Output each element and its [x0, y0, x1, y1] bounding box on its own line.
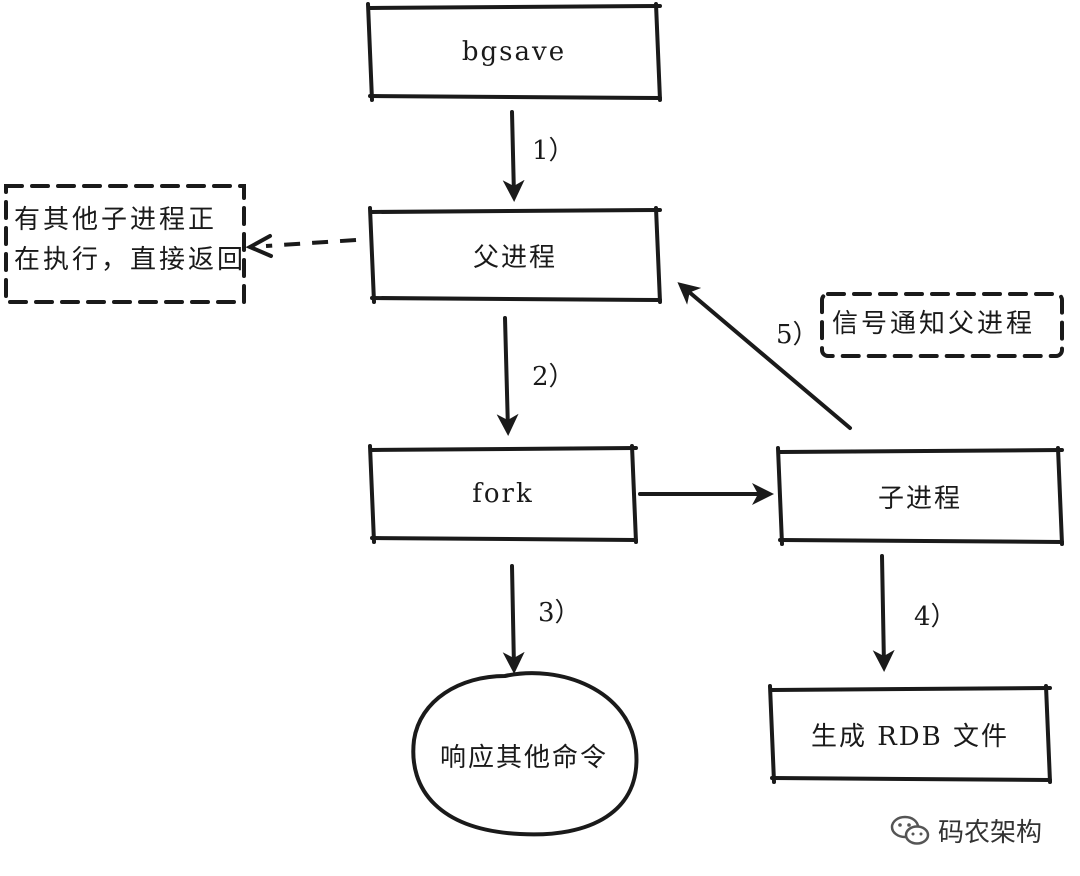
arrow-step-2 [496, 316, 519, 436]
dashed-arrow-head [245, 234, 273, 258]
step-2-label: 2） [532, 362, 575, 392]
busy-note-box [4, 184, 246, 304]
arrow-step-5 [677, 282, 852, 430]
busy-note-text: 有其他子进程正 在执行，直接返回 [14, 200, 246, 280]
signal-note-text: 信号通知父进程 [832, 309, 1036, 339]
watermark: 码农架构 [890, 812, 1042, 849]
step-3-label: 3） [538, 598, 581, 628]
dashed-arrow-busy [265, 238, 357, 248]
wechat-icon [890, 815, 930, 845]
signal-note-box [820, 292, 1064, 358]
child-process-box [776, 446, 1064, 546]
arrow-step-4 [872, 554, 895, 672]
watermark-text: 码农架构 [938, 818, 1043, 848]
step-5-label: 5） [776, 320, 819, 350]
child-process-label: 子进程 [877, 483, 962, 514]
fork-box [368, 444, 638, 544]
parent-process-box [368, 206, 662, 304]
rdb-file-label: 生成 RDB 文件 [810, 721, 1010, 752]
parent-process-label: 父进程 [472, 242, 557, 273]
busy-note-line-2: 在执行，直接返回 [14, 245, 247, 275]
arrow-step-1 [502, 110, 525, 202]
arrow-step-3 [502, 564, 525, 674]
busy-note-line-1: 有其他子进程正 [14, 205, 218, 235]
rdb-file-box [768, 684, 1052, 784]
step-4-label: 4） [914, 602, 957, 632]
bgsave-box [366, 2, 662, 102]
fork-label: fork [472, 479, 534, 509]
respond-label: 响应其他命令 [439, 742, 608, 773]
step-1-label: 1） [532, 136, 575, 166]
respond-blob [411, 671, 639, 837]
bgsave-label: bgsave [461, 37, 567, 67]
